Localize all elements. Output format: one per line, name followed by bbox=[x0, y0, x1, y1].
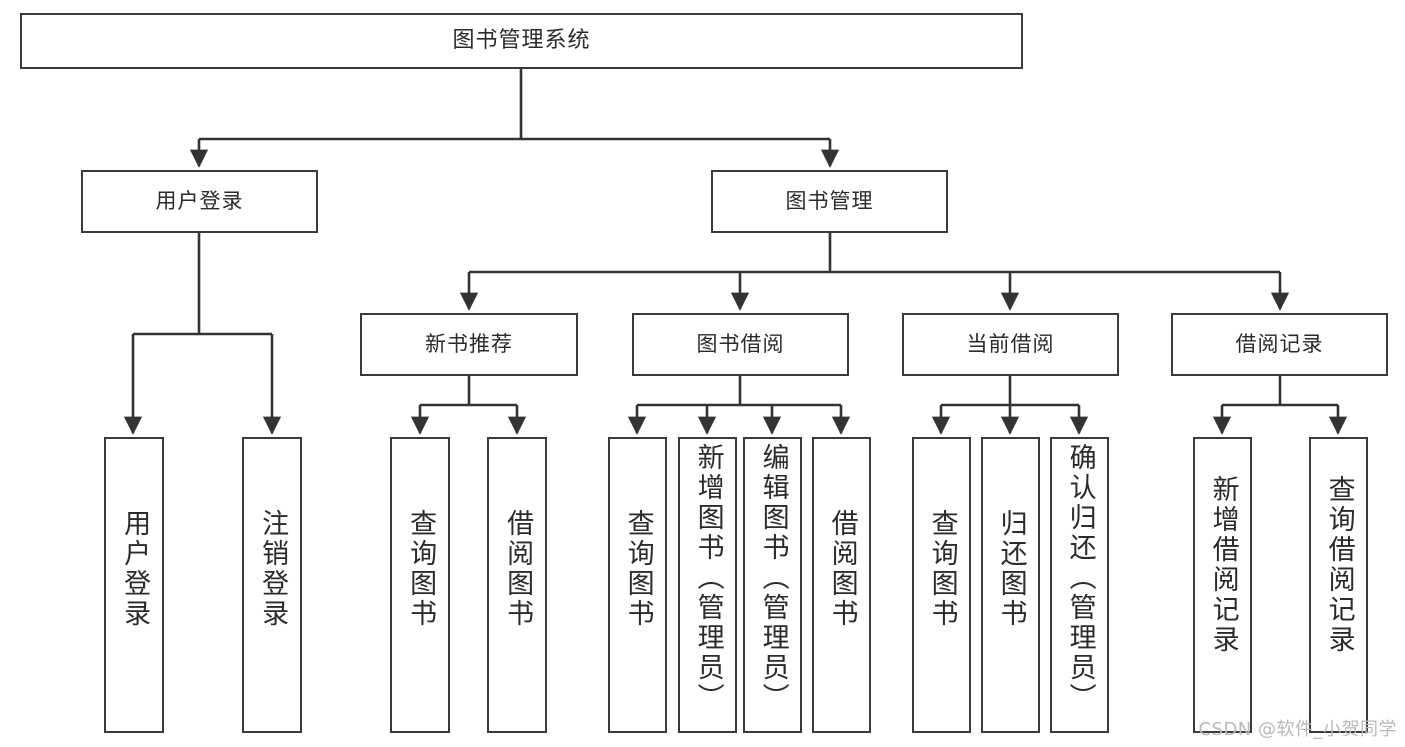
node-leaf-query-borrow-record[interactable]: 查询借阅记录 bbox=[1309, 437, 1368, 733]
node-new-book-rec[interactable]: 新书推荐 bbox=[360, 313, 578, 376]
node-leaf-add-book-label: 新增图书（管理员） bbox=[692, 443, 724, 713]
node-current-borrow-label: 当前借阅 bbox=[966, 332, 1055, 357]
node-leaf-add-borrow-record-label: 新增借阅记录 bbox=[1207, 475, 1239, 655]
node-leaf-query-book-1-label: 查询图书 bbox=[405, 509, 437, 629]
node-borrow-record-label: 借阅记录 bbox=[1235, 332, 1324, 357]
node-leaf-user-login[interactable]: 用户登录 bbox=[104, 437, 164, 733]
node-leaf-query-book-1[interactable]: 查询图书 bbox=[390, 437, 450, 733]
node-root-label: 图书管理系统 bbox=[452, 28, 591, 54]
node-leaf-borrow-book-1-label: 借阅图书 bbox=[502, 509, 534, 629]
node-book-borrow[interactable]: 图书借阅 bbox=[632, 313, 849, 376]
node-leaf-logout-label: 注销登录 bbox=[257, 509, 289, 629]
node-leaf-query-borrow-record-label: 查询借阅记录 bbox=[1323, 475, 1355, 655]
node-leaf-confirm-return-label: 确认归还（管理员） bbox=[1064, 443, 1096, 713]
node-leaf-logout[interactable]: 注销登录 bbox=[242, 437, 302, 733]
node-current-borrow[interactable]: 当前借阅 bbox=[902, 313, 1119, 376]
node-leaf-add-book[interactable]: 新增图书（管理员） bbox=[678, 437, 737, 733]
node-leaf-return-book-label: 归还图书 bbox=[995, 509, 1027, 629]
node-leaf-user-login-label: 用户登录 bbox=[119, 509, 151, 629]
node-user-login-label: 用户登录 bbox=[155, 189, 244, 214]
node-new-book-rec-label: 新书推荐 bbox=[425, 332, 513, 357]
node-leaf-borrow-book-2[interactable]: 借阅图书 bbox=[812, 437, 871, 733]
node-leaf-return-book[interactable]: 归还图书 bbox=[981, 437, 1040, 733]
node-leaf-query-book-3-label: 查询图书 bbox=[926, 509, 958, 629]
node-leaf-edit-book-label: 编辑图书（管理员） bbox=[757, 443, 789, 713]
node-book-manage-label: 图书管理 bbox=[785, 189, 874, 214]
node-leaf-query-book-2-label: 查询图书 bbox=[622, 509, 654, 629]
node-leaf-edit-book[interactable]: 编辑图书（管理员） bbox=[743, 437, 802, 733]
node-leaf-query-book-3[interactable]: 查询图书 bbox=[912, 437, 971, 733]
node-borrow-record[interactable]: 借阅记录 bbox=[1171, 313, 1388, 376]
node-root[interactable]: 图书管理系统 bbox=[20, 13, 1023, 69]
node-leaf-query-book-2[interactable]: 查询图书 bbox=[608, 437, 667, 733]
node-leaf-add-borrow-record[interactable]: 新增借阅记录 bbox=[1193, 437, 1252, 733]
node-leaf-borrow-book-1[interactable]: 借阅图书 bbox=[487, 437, 547, 733]
node-user-login[interactable]: 用户登录 bbox=[81, 170, 318, 233]
node-book-borrow-label: 图书借阅 bbox=[696, 332, 785, 357]
node-leaf-borrow-book-2-label: 借阅图书 bbox=[826, 509, 858, 629]
node-book-manage[interactable]: 图书管理 bbox=[711, 170, 948, 233]
node-leaf-confirm-return[interactable]: 确认归还（管理员） bbox=[1050, 437, 1109, 733]
watermark: CSDN @软件_小贺同学 bbox=[1198, 719, 1397, 740]
